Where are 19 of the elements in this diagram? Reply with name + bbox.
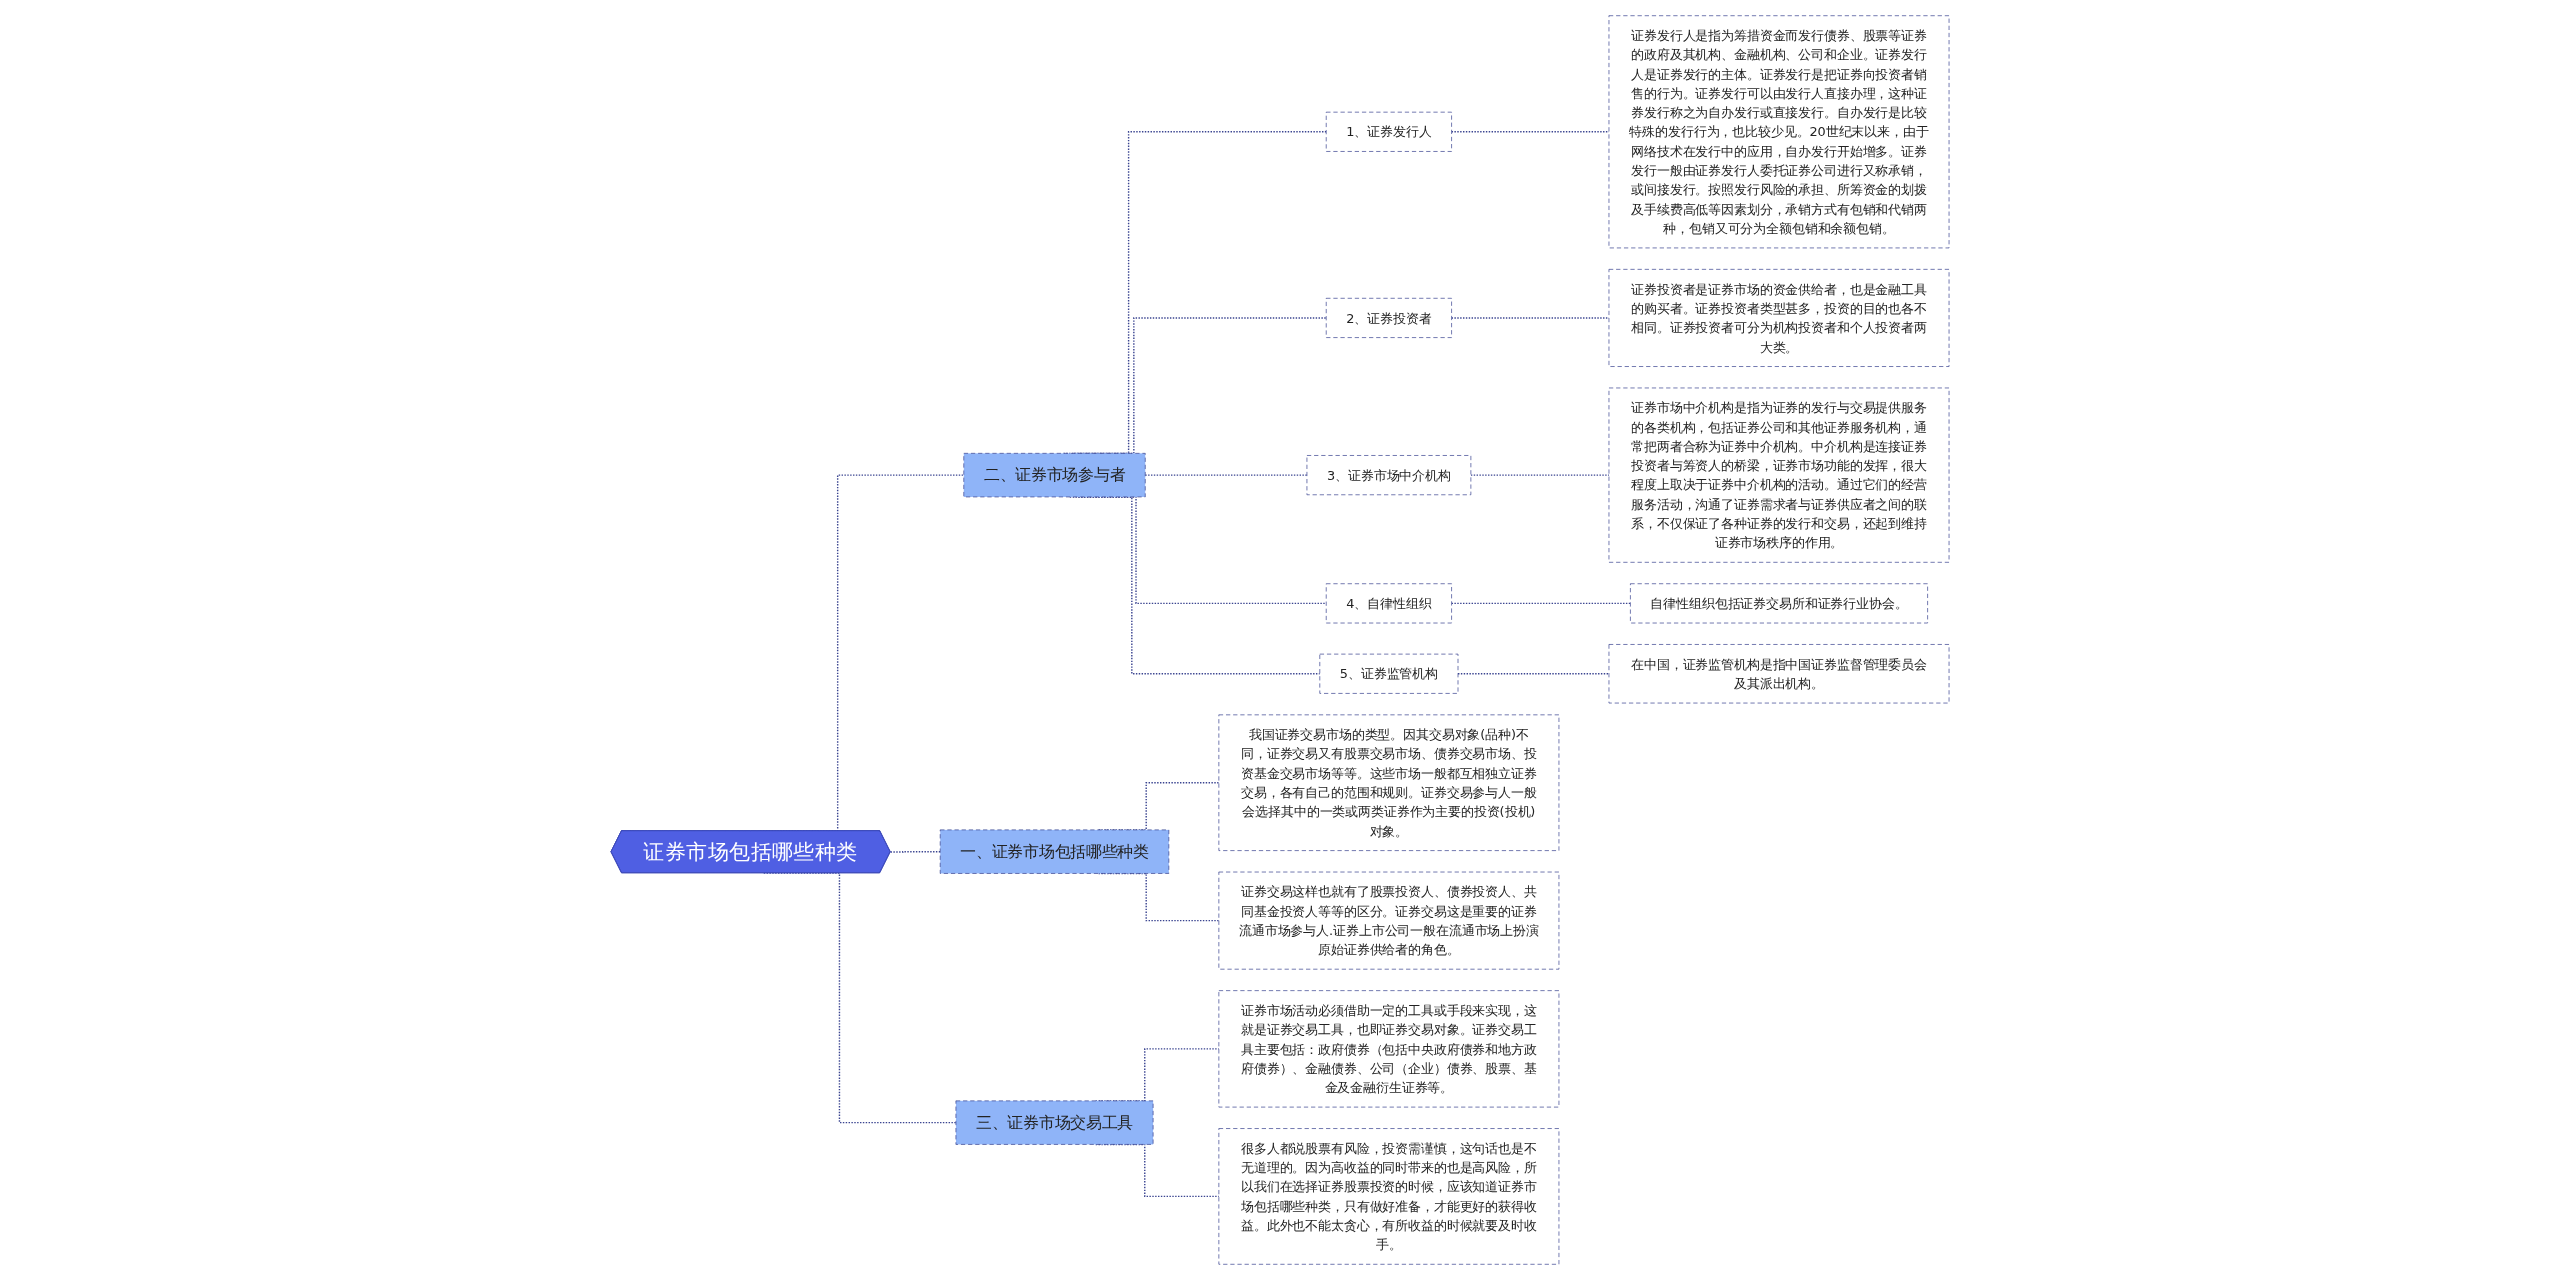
connector xyxy=(1457,673,1610,675)
connector xyxy=(889,850,941,853)
node-box: 自律性组织包括证券交易所和证券行业协会。 xyxy=(1630,583,1928,624)
node-box: 证券市场活动必须借助一定的工具或手段来实现，这就是证券交易工具，也即证券交易对象。证券交易工具主要包括：政府债券（包括中央政府债券和地方政府债券）、金融债券、公司（企业）债券、股票、基金及金融衍生证券等。 xyxy=(1218,990,1560,1108)
node-box: 证券市场中介机构是指为证券的发行与交易提供服务的各类机构，包括证券公司和其他证券服务机构，通常把两者合称为证券中介机构。中介机构是连接证券投资者与筹资人的桥梁，证券市场功能的发挥，很大程度上取决于证券中介机构的活动。通过它们的经营服务活动，沟通了证券需求者与证券供应者之间的联系，不仅保证了各种证券的发行和交易，还起到维持证券市场秩序的作用。 xyxy=(1608,387,1950,563)
node-box: 在中国，证券监管机构是指中国证券监督管理委员会及其派出机构。 xyxy=(1608,644,1950,704)
node-box: 2、证券投资者 xyxy=(1325,297,1452,338)
node-box: 3、证券市场中介机构 xyxy=(1306,455,1472,496)
node-box: 二、证券市场参与者 xyxy=(963,453,1146,498)
node-box: 三、证券市场交易工具 xyxy=(955,1100,1154,1145)
node-box: 证券交易这样也就有了股票投资人、债券投资人、共同基金投资人等等的区分。证券交易这是重要的证券流通市场参与人.证券上市公司一般在流通市场上扮演原始证券供给者的角色。 xyxy=(1218,871,1560,970)
node-box: 4、自律性组织 xyxy=(1325,583,1452,624)
node-box: 证券投资者是证券市场的资金供给者，也是金融工具的购买者。证券投资者类型甚多，投资的目的也各不相同。证券投资者可分为机构投资者和个人投资者两大类。 xyxy=(1608,269,1950,367)
node-box: 一、证券市场包括哪些种类 xyxy=(939,829,1170,874)
node-box: 5、证券监管机构 xyxy=(1319,653,1459,694)
node-box: 我国证券交易市场的类型。因其交易对象(品种)不同，证券交易又有股票交易市场、债券交易市场、投资基金交易市场等等。这些市场一般都互相独立证券交易，各有自己的范围和规则。证券交易参与人一般会选择其中的一类或两类证券作为主要的投资(投机)对象。 xyxy=(1218,714,1560,851)
node-box: 证券发行人是指为筹措资金而发行债券、股票等证券的政府及其机构、金融机构、公司和企业。证券发行人是证券发行的主体。证券发行是把证券向投资者销售的行为。证券发行可以由发行人直接办理，这种证券发行称之为自办发行或直接发行。自办发行是比较特殊的发行行为，也比较少见。20世纪末以来，由于网络技术在发行中的应用，自办发行开始增多。证券发行一般由证券发行人委托证券公司进行又称承销，或间接发行。按照发行风险的承担、所筹资金的划拨及手续费高低等因素划分，承销方式有包销和代销两种，包销又可分为全额包销和余额包销。 xyxy=(1608,15,1950,249)
node-box: 1、证券发行人 xyxy=(1325,111,1452,152)
node-box: 很多人都说股票有风险，投资需谨慎，这句话也是不无道理的。因为高收益的同时带来的也是高风险，所以我们在选择证券股票投资的时候，应该知道证券市场包括哪些种类，只有做好准备，才能更好的获得收益。此外也不能太贪心，有所收益的时候就要及时收手。 xyxy=(1218,1128,1560,1265)
